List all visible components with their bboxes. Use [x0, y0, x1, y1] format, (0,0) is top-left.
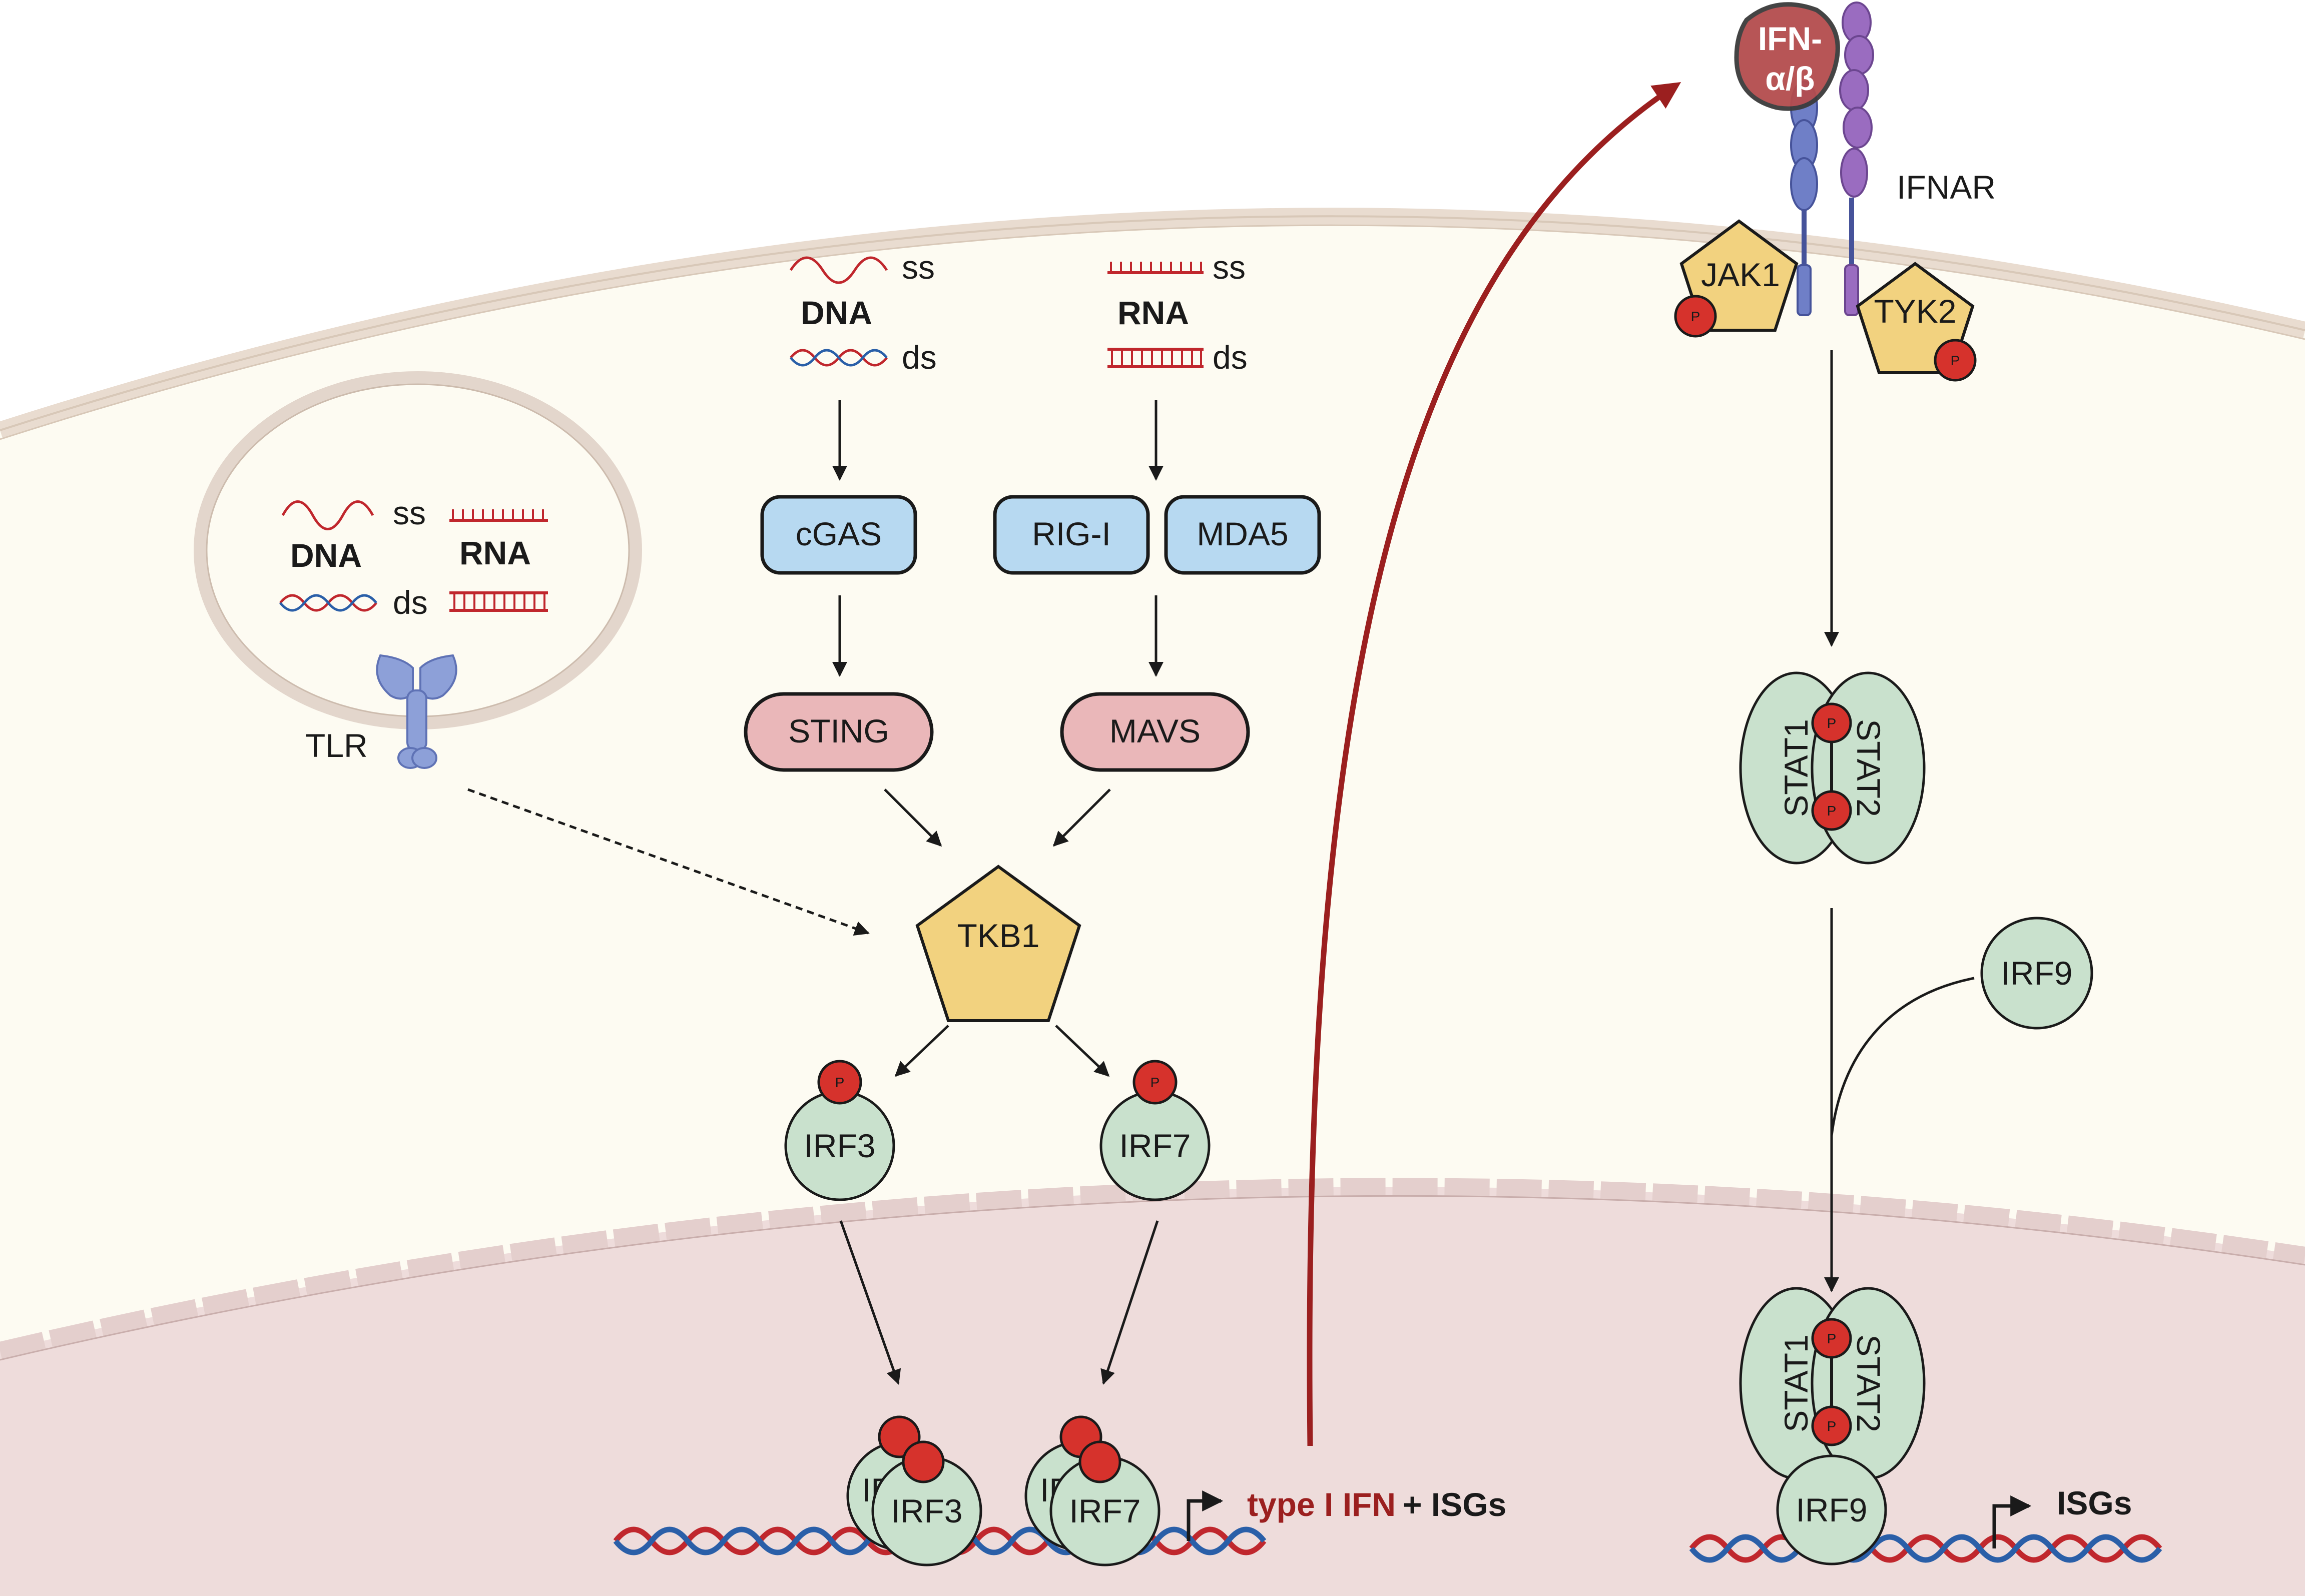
endosome-dna-label: DNA	[290, 537, 362, 574]
arrow-tlr-to-tkb1	[467, 788, 870, 936]
ifn-secretion-arrow	[1307, 82, 1681, 1446]
jak1-kinase: JAK1 P	[1674, 219, 1799, 338]
transcription-start-arrow-left	[1187, 1490, 1224, 1541]
mda5-box: MDA5	[1164, 495, 1321, 575]
endosome-ss-label: ss	[393, 494, 426, 531]
irf9-cytoplasmic-label: IRF9	[2001, 955, 2072, 992]
tlr-label: TLR	[305, 727, 368, 764]
dna-ss-label: ss	[902, 249, 935, 286]
arrow-sting-to-tkb1	[884, 788, 942, 847]
stat-dimer-p1-label: P	[1827, 715, 1837, 731]
irf3-cytoplasmic: P IRF3	[784, 1060, 895, 1201]
endosome: ss DNA RNA ds TLR	[194, 371, 642, 769]
stat-dimer-cytoplasmic: P P STAT1 STAT2	[1739, 671, 1926, 865]
irf3-dimer-label: IRF3	[891, 1492, 962, 1529]
endosome-ssdna-icon	[281, 500, 374, 530]
ssdna-icon	[789, 256, 888, 284]
plus-isgs-label: + ISGs	[1403, 1486, 1506, 1523]
cgas-box: cGAS	[760, 495, 917, 575]
irf7-phospho-label: P	[1150, 1075, 1160, 1090]
rna-ss-label: ss	[1213, 249, 1246, 286]
sting-box: STING	[744, 692, 934, 772]
irf7-label: IRF7	[1119, 1127, 1191, 1164]
isgs-output-label: ISGs	[2057, 1484, 2132, 1521]
rna-label: RNA	[1117, 294, 1189, 331]
ifnar-receptor: IFN- α/β IFNAR	[1734, 2, 1996, 316]
tyk2-label: TYK2	[1874, 293, 1956, 330]
arrow-tkb1-to-irf7	[1055, 1025, 1110, 1077]
isgf3-irf9-label: IRF9	[1796, 1491, 1867, 1528]
irf9-joining-curve	[1830, 977, 1975, 1136]
isgf3-stat1-label: STAT1	[1778, 1334, 1815, 1432]
isgf3-p2-label: P	[1827, 1418, 1837, 1434]
cytoplasmic-dna: ss DNA ds	[789, 249, 937, 376]
ifn-ligand-line1: IFN-	[1758, 20, 1822, 57]
irf9-cytoplasmic: IRF9	[1980, 917, 2093, 1030]
rigi-label: RIG-I	[1032, 515, 1111, 552]
endosome-ssrna-icon	[449, 509, 548, 522]
mavs-label: MAVS	[1109, 712, 1201, 749]
dna-ds-label: ds	[902, 339, 937, 376]
dsrna-icon	[1107, 348, 1204, 368]
transcription-start-arrow-right	[1992, 1495, 2032, 1548]
tyk2-kinase: TYK2 P	[1856, 262, 1977, 382]
irf7-dimer: IR IRF7	[1024, 1415, 1161, 1566]
stat1-label: STAT1	[1778, 719, 1815, 817]
jak1-label: JAK1	[1701, 256, 1780, 293]
irf3-dimer: IR IRF3	[846, 1415, 982, 1566]
irf7-dimer-label: IRF7	[1069, 1492, 1140, 1529]
nucleus	[0, 1187, 2305, 1596]
isgf3-complex: P P STAT1 STAT2 IRF9	[1739, 1287, 1926, 1565]
isgf3-stat2-label: STAT2	[1850, 1334, 1887, 1432]
arrow-tkb1-to-irf3	[894, 1025, 949, 1077]
ifn-alpha-beta-ligand: IFN- α/β	[1734, 2, 1840, 111]
mda5-label: MDA5	[1197, 515, 1288, 552]
ifnar-label: IFNAR	[1897, 169, 1996, 206]
cgas-label: cGAS	[796, 515, 882, 552]
type-i-ifn-label: type I IFN	[1247, 1486, 1396, 1523]
stat2-label: STAT2	[1850, 719, 1887, 817]
tyk2-phospho-label: P	[1951, 353, 1960, 368]
arrow-irf7-to-nucleus	[1100, 1220, 1159, 1385]
stat-dimer-p2-label: P	[1827, 803, 1837, 819]
dna-strand-right	[1689, 1534, 2162, 1563]
endosome-ds-label: ds	[393, 584, 428, 621]
ifnar-purple-chain	[1839, 2, 1874, 316]
ifn-ligand-line2: α/β	[1765, 60, 1815, 97]
arrow-irf3-to-nucleus	[839, 1220, 901, 1385]
tkb1-label: TKB1	[957, 917, 1039, 954]
tkb1-pentagon: TKB1	[915, 865, 1081, 1022]
jak1-phospho-label: P	[1691, 309, 1700, 324]
sting-label: STING	[788, 712, 889, 749]
ssrna-icon	[1107, 262, 1204, 274]
tlr-receptor-icon	[376, 654, 457, 769]
irf7-cytoplasmic: P IRF7	[1099, 1060, 1211, 1201]
arrow-mavs-to-tkb1	[1052, 788, 1111, 847]
dna-label: DNA	[801, 294, 872, 331]
rigi-box: RIG-I	[993, 495, 1150, 575]
irf3-phospho-label: P	[835, 1075, 845, 1090]
dsdna-icon	[790, 349, 888, 367]
type-i-ifn-output: type I IFN+ ISGs	[1247, 1486, 1506, 1523]
rna-ds-label: ds	[1213, 339, 1248, 376]
mavs-box: MAVS	[1060, 692, 1250, 772]
endosome-dsdna-icon	[279, 594, 377, 612]
cytoplasmic-rna: ss RNA ds	[1107, 249, 1248, 376]
endosome-dsrna-icon	[449, 591, 548, 612]
irf3-label: IRF3	[804, 1127, 875, 1164]
isgf3-p1-label: P	[1827, 1331, 1837, 1346]
endosome-rna-label: RNA	[459, 534, 531, 571]
